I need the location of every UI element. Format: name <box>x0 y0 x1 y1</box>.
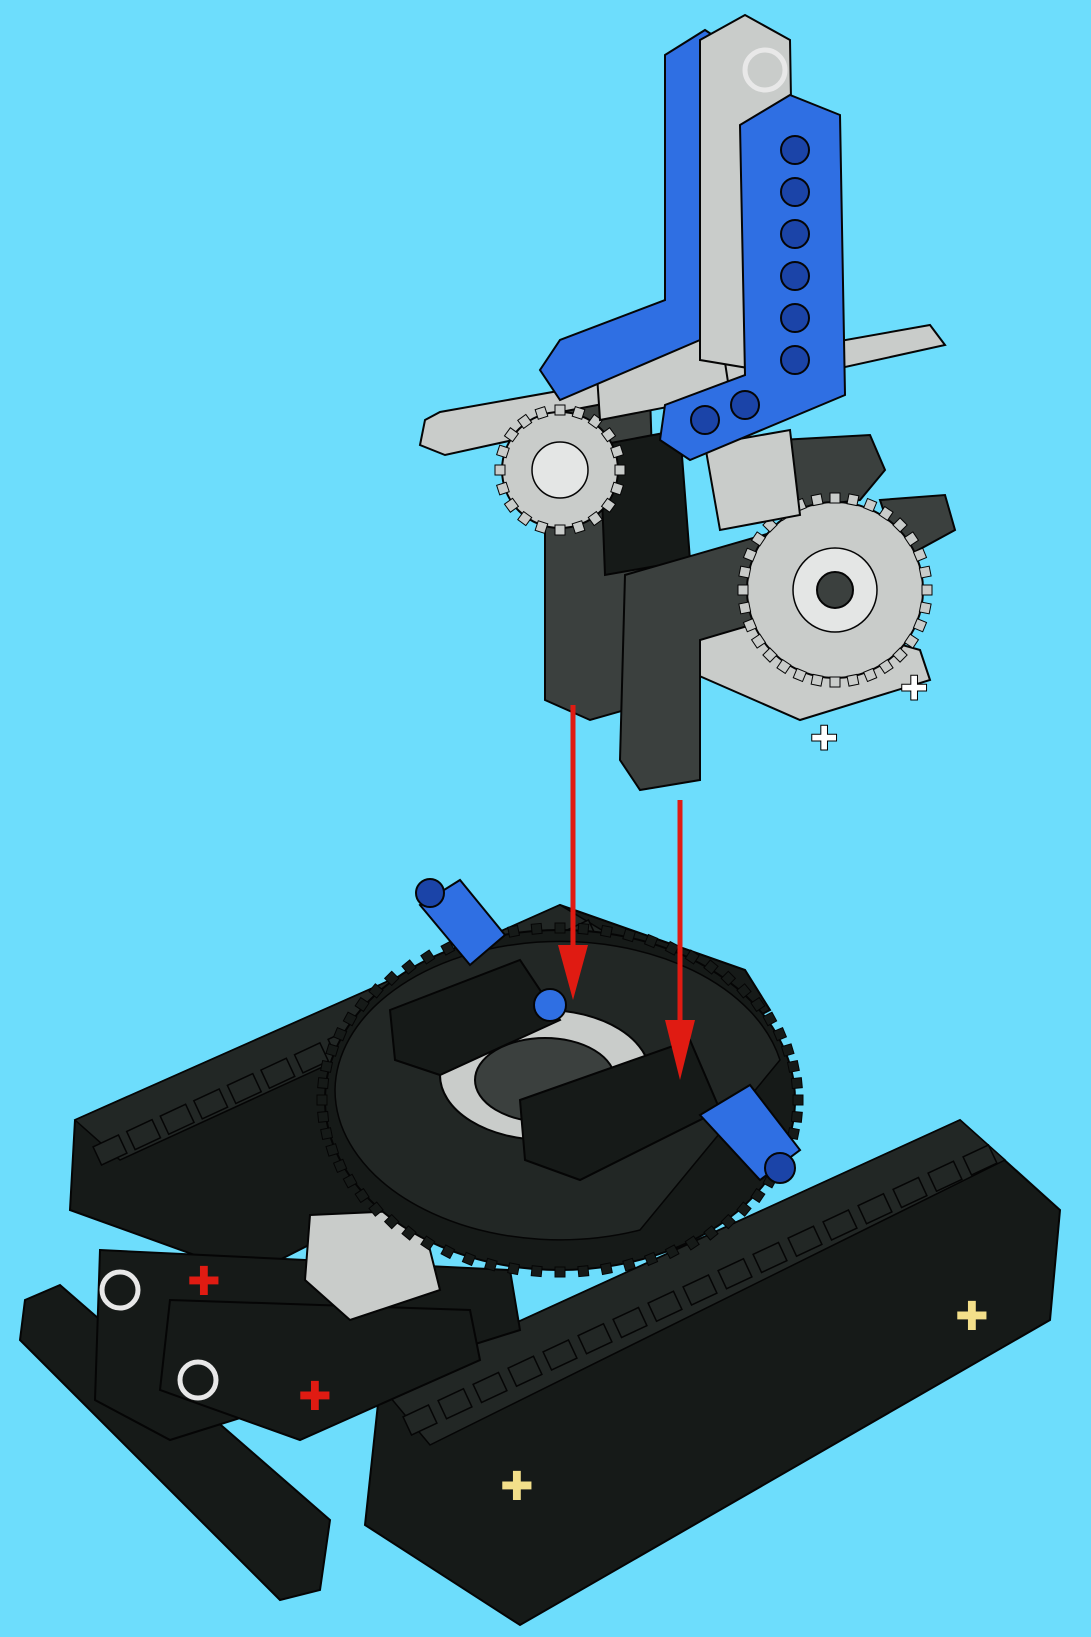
gear-tooth <box>318 1111 329 1122</box>
gear-tooth <box>811 494 823 506</box>
gear-tooth <box>791 1111 802 1122</box>
beam-hole <box>731 391 759 419</box>
gear-tooth <box>919 566 931 578</box>
gear-tooth <box>531 1266 542 1277</box>
gear-tooth <box>615 465 625 475</box>
gear-tooth <box>508 1263 520 1275</box>
gear-tooth <box>601 925 613 937</box>
gear-tooth <box>782 1044 794 1056</box>
gear-tooth <box>919 602 931 614</box>
beam-hole <box>781 304 809 332</box>
gear-tooth <box>495 465 505 475</box>
gear-tooth <box>922 585 932 595</box>
beam-hole <box>781 136 809 164</box>
gear-tooth <box>578 923 589 934</box>
beam-hole <box>781 262 809 290</box>
gear-tooth <box>601 1263 613 1275</box>
axle-hole-red-icon: ✚ <box>187 1259 221 1305</box>
gear-tooth <box>623 1258 635 1270</box>
gear-tooth <box>555 405 565 415</box>
gear-tooth <box>318 1078 329 1089</box>
beam-hole <box>781 346 809 374</box>
gear-tooth <box>555 1267 565 1277</box>
gear-tooth <box>321 1128 333 1140</box>
axle-end-icon: ✚ <box>500 1464 534 1510</box>
axle-hole-red-icon: ✚ <box>298 1374 332 1420</box>
gear-tooth <box>317 1095 327 1105</box>
beam-hole <box>781 178 809 206</box>
gear-tooth <box>508 925 520 937</box>
gear-tooth <box>830 493 840 503</box>
gear-tooth <box>788 1061 800 1073</box>
axle-end-icon: ✚ <box>810 719 839 759</box>
gear-tooth <box>793 1095 803 1105</box>
gear-tooth <box>321 1061 333 1073</box>
gear-tooth <box>326 1044 338 1056</box>
gear-tooth <box>739 602 751 614</box>
axle-end-icon: ✚ <box>900 669 929 709</box>
gear-tooth <box>738 585 748 595</box>
gear-tooth <box>811 674 823 686</box>
beam-hole <box>781 220 809 248</box>
gear-tooth <box>847 494 859 506</box>
gear-tooth <box>739 566 751 578</box>
axle-end-icon: ✚ <box>955 1294 989 1340</box>
gear-tooth <box>531 923 542 934</box>
gear-tooth <box>578 1266 589 1277</box>
beam-hole <box>691 406 719 434</box>
gear-tooth <box>326 1144 338 1156</box>
gear-tooth <box>555 923 565 933</box>
gear-tooth <box>623 929 635 941</box>
gear-tooth <box>847 674 859 686</box>
gear-tooth <box>830 677 840 687</box>
gear-tooth <box>485 1258 497 1270</box>
gear-tooth <box>555 525 565 535</box>
gear-tooth <box>791 1078 802 1089</box>
